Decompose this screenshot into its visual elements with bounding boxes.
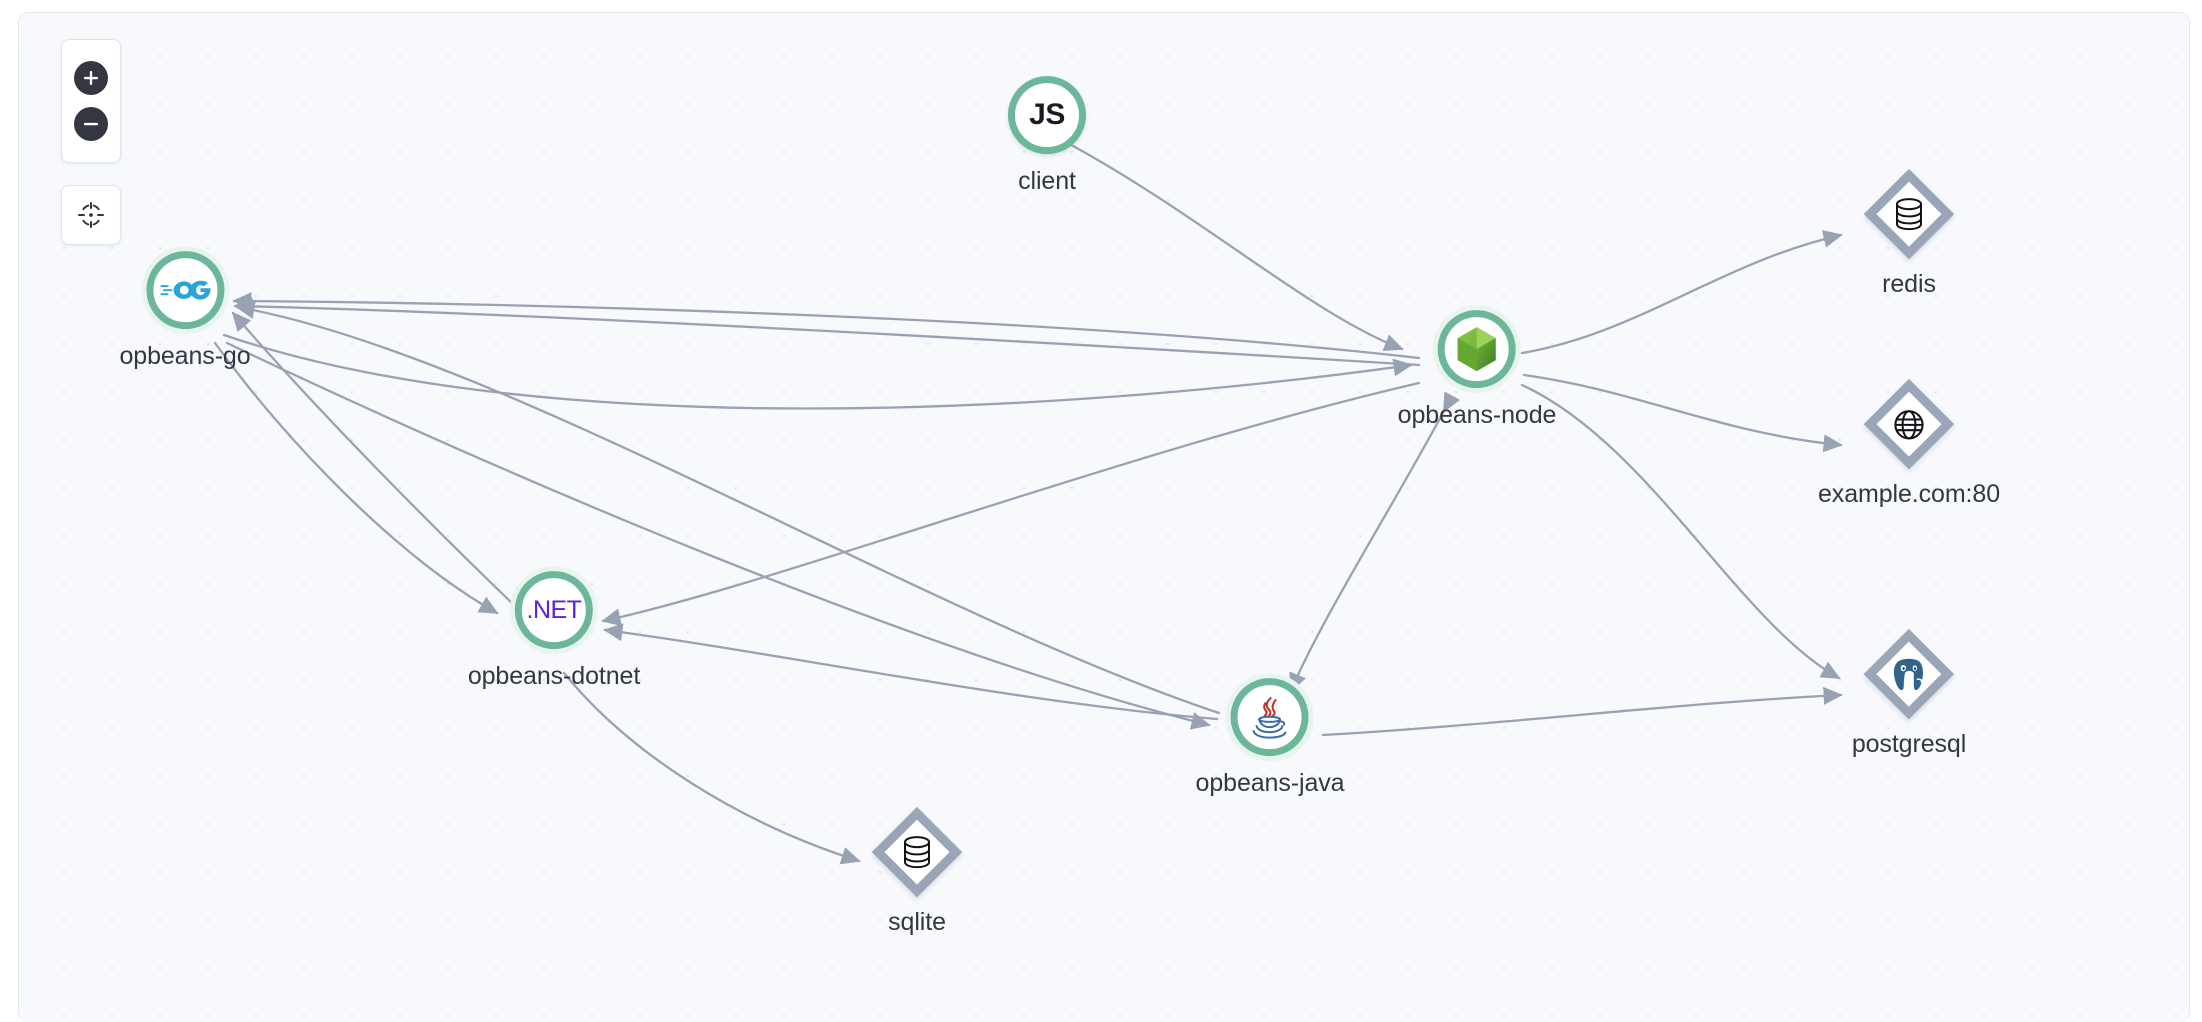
go-icon xyxy=(160,277,210,303)
dependency-diamond xyxy=(872,807,963,898)
globe-icon xyxy=(1893,408,1926,441)
database-icon xyxy=(901,835,933,869)
service-circle xyxy=(1438,310,1516,388)
service-circle xyxy=(146,251,224,329)
service-circle xyxy=(1231,678,1309,756)
service-circle: JS xyxy=(1008,76,1086,154)
zoom-controls xyxy=(61,39,121,163)
minus-icon xyxy=(74,107,108,141)
dependency-node-label: sqlite xyxy=(888,908,946,937)
node-shape xyxy=(1870,175,1948,253)
node-shape: .NET xyxy=(515,571,593,649)
dependency-diamond xyxy=(1864,629,1955,720)
service-node-opbeans-go[interactable]: opbeans-go xyxy=(119,251,250,371)
javascript-icon: JS xyxy=(1029,98,1065,132)
dependency-node-sqlite[interactable]: sqlite xyxy=(878,813,956,937)
service-node-label: opbeans-dotnet xyxy=(468,662,640,691)
minus-glyph xyxy=(81,114,101,134)
canvas-grid-background xyxy=(19,13,2189,1022)
service-node-opbeans-dotnet[interactable]: .NET opbeans-dotnet xyxy=(468,571,640,691)
node-shape xyxy=(146,251,224,329)
dependency-node-label: postgresql xyxy=(1852,730,1966,759)
dotnet-icon: .NET xyxy=(527,596,582,625)
service-node-opbeans-java[interactable]: opbeans-java xyxy=(1196,678,1345,798)
node-shape xyxy=(1231,678,1309,756)
service-map-canvas[interactable]: JS client xyxy=(18,12,2190,1022)
dependency-node-redis[interactable]: redis xyxy=(1870,175,1948,299)
node-shape: JS xyxy=(1008,76,1086,154)
dependency-diamond xyxy=(1864,379,1955,470)
service-node-label: opbeans-java xyxy=(1196,769,1345,798)
dependency-node-example-com[interactable]: example.com:80 xyxy=(1818,385,2000,509)
service-circle: .NET xyxy=(515,571,593,649)
plus-icon xyxy=(74,61,108,95)
service-node-label: client xyxy=(1018,167,1076,196)
node-shape xyxy=(1438,310,1516,388)
zoom-in-button[interactable] xyxy=(74,61,108,95)
dependency-node-postgresql[interactable]: postgresql xyxy=(1852,635,1966,759)
service-node-label: opbeans-node xyxy=(1398,401,1557,430)
java-icon xyxy=(1247,694,1293,740)
postgresql-icon xyxy=(1889,655,1929,693)
node-shape xyxy=(1870,385,1948,463)
dependency-node-label: redis xyxy=(1882,270,1936,299)
service-node-label: opbeans-go xyxy=(119,342,250,371)
service-node-client[interactable]: JS client xyxy=(1008,76,1086,196)
zoom-out-button[interactable] xyxy=(74,107,108,141)
database-icon xyxy=(1893,197,1925,231)
dependency-node-label: example.com:80 xyxy=(1818,480,2000,509)
center-map-button[interactable] xyxy=(61,185,121,245)
dependency-diamond xyxy=(1864,169,1955,260)
node-shape xyxy=(1870,635,1948,713)
nodejs-icon xyxy=(1456,326,1498,372)
service-node-opbeans-node[interactable]: opbeans-node xyxy=(1398,310,1557,430)
crosshair-icon xyxy=(76,200,106,230)
node-shape xyxy=(878,813,956,891)
plus-glyph xyxy=(81,68,101,88)
